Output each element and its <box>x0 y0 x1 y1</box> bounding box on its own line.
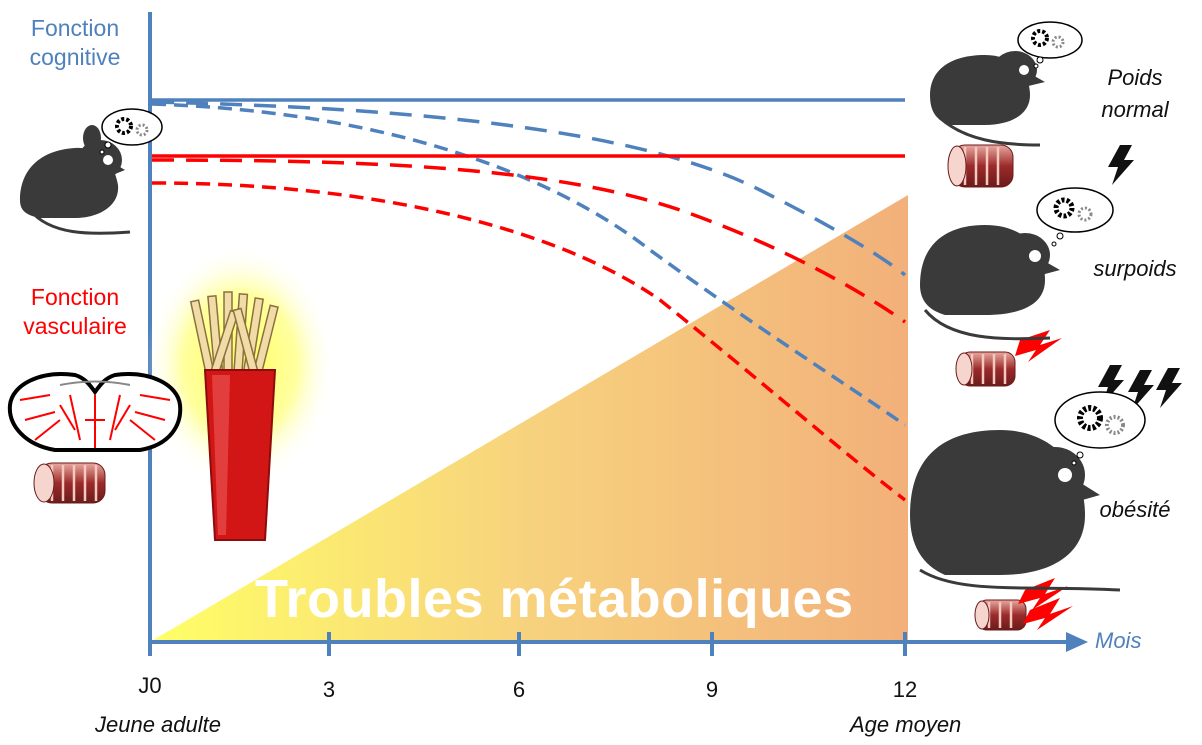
gear-icon <box>115 117 149 137</box>
x-tick-label: 12 <box>892 677 918 702</box>
young-adult-caption: Jeune adulte <box>95 712 221 737</box>
vascular-overweight-curve <box>151 158 907 324</box>
mouse-icon <box>20 125 131 235</box>
x-axis-unit-label: Mois <box>1095 628 1142 653</box>
thought-bubble-icon <box>1017 21 1083 69</box>
metabolic-gradient-area <box>150 195 908 642</box>
mouse-icon <box>930 51 1045 147</box>
middle-age-caption: Age moyen <box>850 712 962 737</box>
cognitive-overweight-curve <box>151 100 907 277</box>
brain-section-icon <box>7 372 183 452</box>
blood-vessel-icon <box>947 144 1014 188</box>
vascular-obese-curve <box>151 181 907 502</box>
vascular-label-line2: vasculaire <box>23 313 127 339</box>
vascular-label-line1: Fonction <box>30 284 120 310</box>
cognitive-label-line1: Fonction <box>30 15 120 41</box>
blood-vessel-icon <box>955 351 1016 387</box>
thought-bubble-icon <box>1036 187 1114 247</box>
blood-vessel-icon <box>33 462 106 504</box>
mouse-icon <box>920 225 1060 341</box>
x-tick-label: 3 <box>322 677 336 702</box>
thought-bubble-icon <box>99 108 163 155</box>
overweight-label: surpoids <box>1093 256 1177 281</box>
normal-weight-line2: normal <box>1101 97 1169 122</box>
cognitive-obese-curve <box>151 102 906 427</box>
normal-weight-line1: Poids <box>1107 65 1163 90</box>
vascular-function-label: Fonction vasculaire <box>0 283 150 341</box>
cognitive-function-label: Fonction cognitive <box>0 14 150 72</box>
lightning-icon <box>1098 145 1182 410</box>
cognitive-label-line2: cognitive <box>29 44 121 70</box>
obesity-label: obésité <box>1099 497 1171 522</box>
x-tick-label: 9 <box>705 677 719 702</box>
blood-vessel-icon <box>974 599 1027 631</box>
normal-weight-label: Poids normal <box>1085 62 1185 126</box>
thought-bubble-icon <box>1054 391 1146 466</box>
metabolic-disorders-label: Troubles métaboliques <box>255 569 854 629</box>
french-fries-icon <box>145 245 335 541</box>
x-tick-label: 6 <box>512 677 526 702</box>
mouse-icon <box>910 430 1121 592</box>
x-tick-label: J0 <box>138 673 162 698</box>
vascular-curves <box>151 154 907 502</box>
cognitive-curves <box>151 98 907 427</box>
